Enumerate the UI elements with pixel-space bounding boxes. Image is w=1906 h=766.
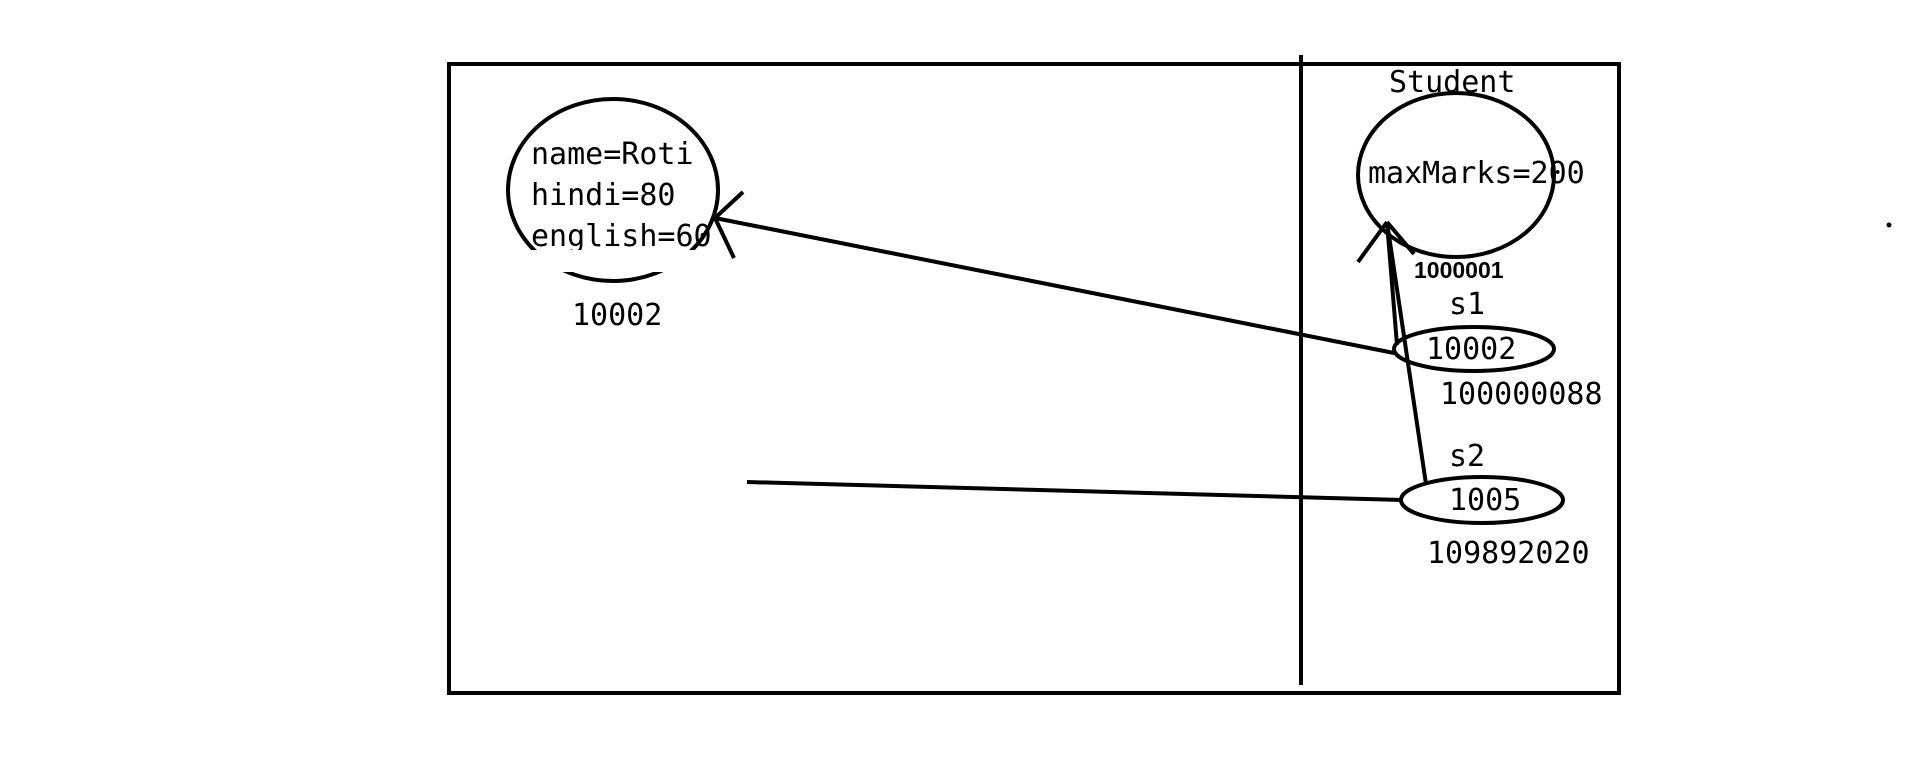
reference-s2-value: 1005: [1449, 483, 1521, 518]
reference-s2-label: s2: [1449, 439, 1485, 474]
static-field-maxmarks: maxMarks=200: [1368, 156, 1585, 191]
reference-s1-value: 10002: [1426, 332, 1516, 367]
object-field-english: english=60: [531, 219, 712, 254]
arrow-s1-to-object: [713, 190, 1395, 355]
class-address: 1000001: [1414, 257, 1504, 283]
reference-s1: s1 10002 100000088: [1392, 287, 1603, 412]
memory-box: [447, 62, 1621, 695]
reference-s1-label: s1: [1449, 287, 1485, 322]
line-s2-reference: [746, 480, 1403, 502]
heap-object-ellipse: [506, 97, 720, 283]
object-field-hindi: hindi=80: [531, 178, 676, 213]
class-ellipse: [1356, 91, 1556, 259]
reference-s1-ellipse: [1392, 325, 1556, 373]
reference-s2-address: 109892020: [1427, 536, 1590, 571]
heap-object: name=Roti hindi=80 english=60 10002: [506, 97, 720, 333]
object-address: 10002: [572, 298, 662, 333]
object-field-name: name=Roti: [531, 137, 694, 172]
arrows-to-class: [1356, 220, 1428, 485]
reference-s2: s2 1005 109892020: [1399, 439, 1590, 571]
stray-dot: [1886, 222, 1892, 228]
class-area: Student maxMarks=200 1000001: [1356, 65, 1585, 283]
reference-s1-address: 100000088: [1440, 377, 1603, 412]
